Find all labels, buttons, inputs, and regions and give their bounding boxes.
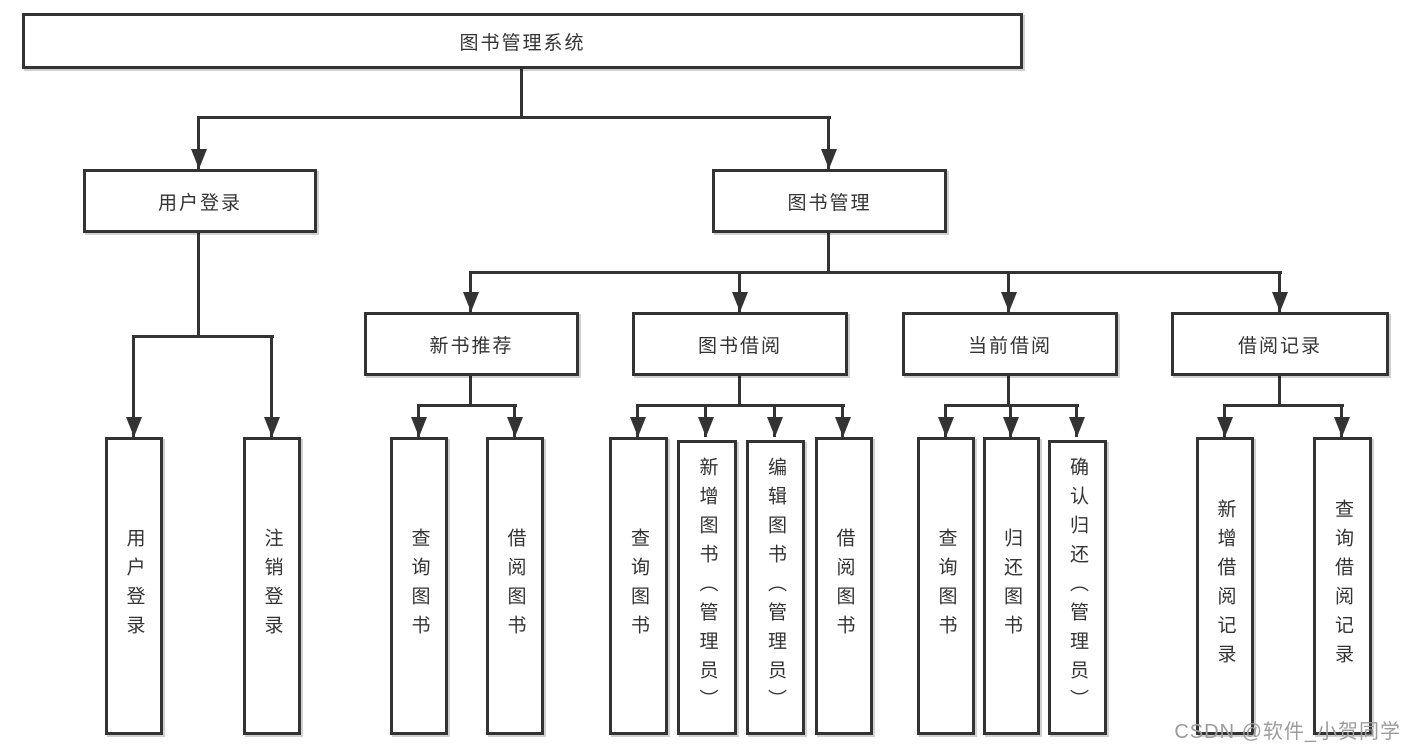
connector-user-login-rail [132,335,274,338]
arrow-down-icon [767,417,783,437]
arrow-down-icon [698,417,714,437]
leaf-add-borrow-record: 新增借阅记录 [1196,437,1254,735]
leaf-borrow-books-label: 借阅图书 [833,528,855,644]
connector-level2-rail [197,116,831,119]
leaf-edit-book-admin: 编辑图书（管理员） [746,440,805,735]
node-book-borrowing: 图书借阅 [632,312,848,376]
arrow-down-icon [1003,417,1019,437]
connector-leaf-stem [132,335,135,437]
leaf-confirm-return-admin-label: 确认归还（管理员） [1067,457,1088,718]
node-user-login-label: 用户登录 [157,192,242,214]
arrow-down-icon [1334,417,1350,437]
node-borrowing-records: 借阅记录 [1171,312,1389,376]
arrow-down-icon [1217,417,1233,437]
arrow-down-icon [835,417,851,437]
leaf-borrow-books-recommend-label: 借阅图书 [504,528,526,644]
connector-book-management-down [827,231,830,274]
leaf-query-books-current: 查询图书 [917,437,975,735]
leaf-borrow-books-recommend: 借阅图书 [486,437,544,735]
leaf-query-books-current-label: 查询图书 [935,528,957,644]
arrow-down-icon [126,417,142,437]
connector-root-stem [520,69,523,119]
watermark: CSDN @软件_小贺同学 [1174,721,1401,743]
connector-leaf-stem [738,271,741,312]
arrow-down-icon [507,417,523,437]
node-user-login: 用户登录 [83,169,317,233]
arrow-down-icon [1001,292,1017,312]
leaf-logout: 注销登录 [243,437,301,735]
leaf-edit-book-admin-label: 编辑图书（管理员） [765,457,786,718]
node-new-book-recommend-label: 新书推荐 [429,335,514,357]
arrow-down-icon [630,417,646,437]
arrow-down-icon [264,417,280,437]
leaf-query-borrow-record: 查询借阅记录 [1313,437,1372,735]
leaf-user-login-label: 用户登录 [123,528,145,644]
arrow-down-icon [732,292,748,312]
leaf-logout-label: 注销登录 [261,528,283,644]
connector-new-book-rail [417,404,517,407]
connector-book-borrow-down [738,375,741,407]
node-new-book-recommend: 新书推荐 [364,312,579,376]
connector-user-login-stem [197,116,200,169]
arrow-down-icon [938,417,954,437]
arrow-down-icon [1069,417,1085,437]
connector-leaf-stem [1007,271,1010,312]
leaf-query-books-borrow-label: 查询图书 [628,528,649,644]
leaf-return-books-label: 归还图书 [1001,528,1022,644]
leaf-add-borrow-record-label: 新增借阅记录 [1214,499,1236,673]
connector-leaf-stem [270,335,273,437]
leaf-query-books-borrow: 查询图书 [609,437,668,735]
leaf-return-books: 归还图书 [983,437,1040,735]
connector-leaf-stem [1278,271,1281,312]
node-current-borrowing: 当前借阅 [902,312,1118,376]
connector-leaf-stem [469,271,472,312]
connector-borrow-record-rail [1223,404,1344,407]
node-borrowing-records-label: 借阅记录 [1237,335,1322,357]
leaf-query-books-recommend-label: 查询图书 [408,528,430,644]
leaf-borrow-books: 借阅图书 [815,437,873,735]
node-root-label: 图书管理系统 [459,32,586,54]
connector-new-book-down [469,375,472,407]
node-current-borrowing-label: 当前借阅 [967,335,1052,357]
leaf-query-borrow-record-label: 查询借阅记录 [1332,499,1353,673]
connector-book-management-stem [827,116,830,169]
leaf-confirm-return-admin: 确认归还（管理员） [1048,440,1107,735]
arrow-down-icon [1272,292,1288,312]
node-book-management-label: 图书管理 [787,192,872,214]
connector-book-borrow-rail [636,404,845,407]
arrow-down-icon [191,149,207,169]
node-book-management: 图书管理 [712,169,947,233]
arrow-down-icon [463,292,479,312]
connector-level3-rail [469,271,1282,274]
leaf-query-books-recommend: 查询图书 [390,437,448,735]
arrow-down-icon [411,417,427,437]
node-book-borrowing-label: 图书借阅 [697,335,782,357]
arrow-down-icon [821,149,837,169]
connector-borrow-record-down [1278,375,1281,407]
leaf-add-book-admin-label: 新增图书（管理员） [696,457,718,718]
leaf-add-book-admin: 新增图书（管理员） [677,440,737,735]
leaf-user-login: 用户登录 [105,437,163,735]
connector-user-login-down [197,231,200,337]
node-root: 图书管理系统 [22,13,1023,69]
connector-current-borrow-down [1007,375,1010,407]
